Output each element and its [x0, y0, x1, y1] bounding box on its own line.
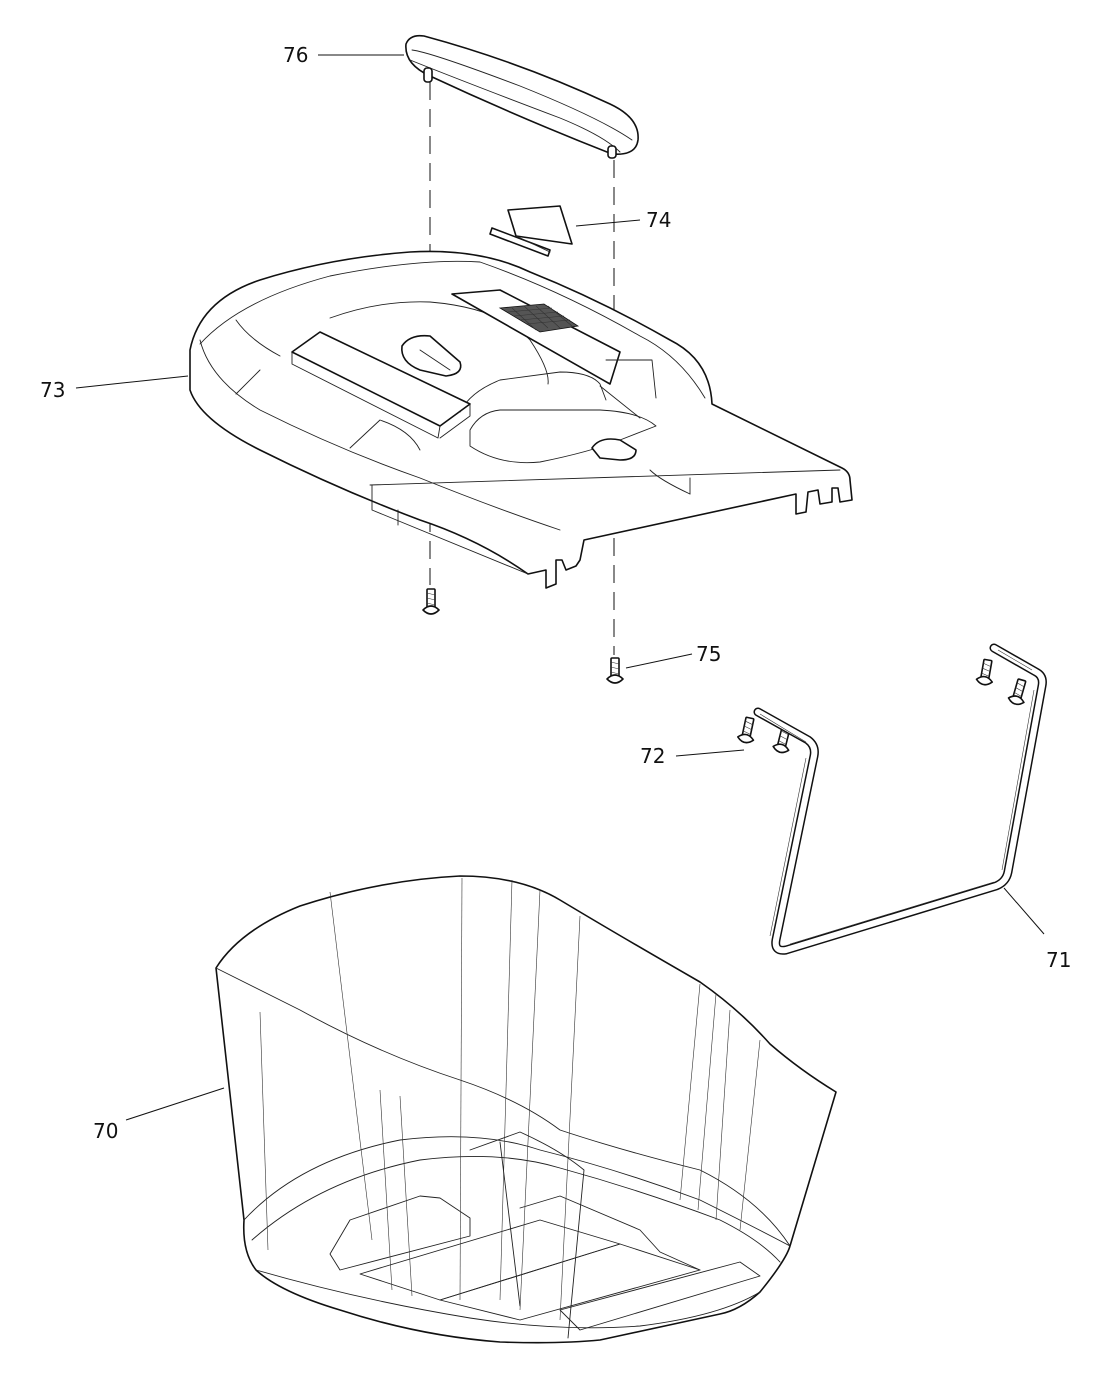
screw-75-b [606, 657, 624, 684]
screw-72-a [737, 716, 755, 744]
callout-labels: 76 74 73 75 72 71 70 [40, 43, 1071, 1143]
part-74-clip[interactable] [489, 205, 573, 257]
callout-70: 70 [93, 1119, 118, 1143]
part-76-handle[interactable] [405, 34, 639, 159]
part-70-seat-shell[interactable] [215, 875, 837, 1344]
screw-72-c [975, 658, 994, 686]
callout-73: 73 [40, 378, 65, 402]
screw-75-a [422, 588, 440, 615]
part-75-screws[interactable] [422, 588, 624, 684]
callout-74: 74 [646, 208, 671, 232]
callout-76: 76 [283, 43, 308, 67]
callout-71: 71 [1046, 948, 1071, 972]
leader-lines [75, 54, 1045, 1121]
part-71-wire-frame[interactable] [753, 643, 1047, 955]
part-72-screws[interactable] [737, 658, 1030, 755]
callout-72: 72 [640, 744, 665, 768]
screw-72-d [1007, 678, 1027, 706]
callout-75: 75 [696, 642, 721, 666]
part-73-top-cover[interactable] [189, 250, 853, 589]
